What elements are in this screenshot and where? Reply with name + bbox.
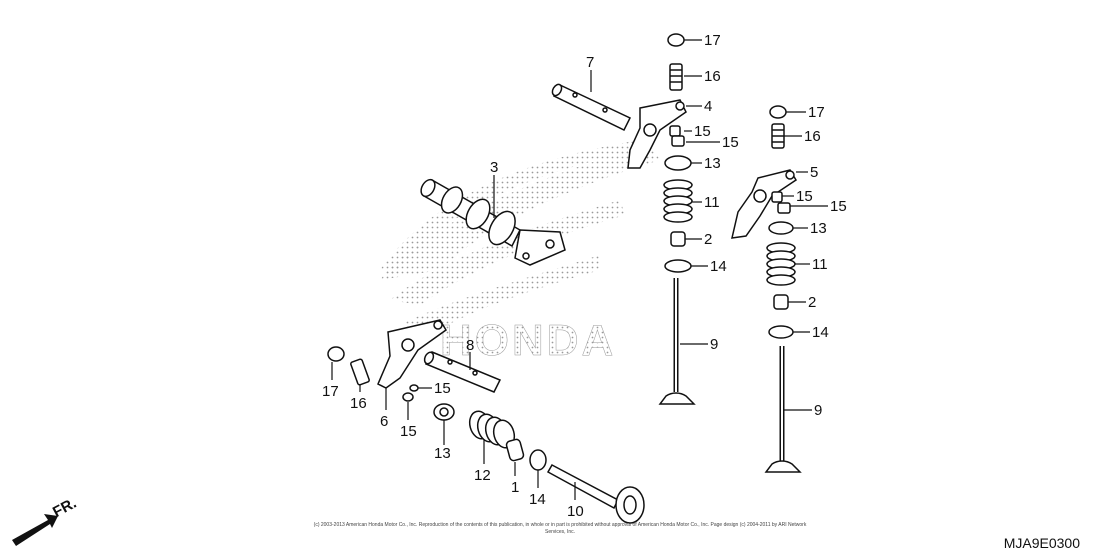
callout-14: 14 (812, 324, 829, 341)
callout-11: 11 (704, 194, 720, 211)
callout-3: 3 (490, 159, 498, 176)
copyright-notice: (c) 2003-2013 American Honda Motor Co., … (313, 522, 807, 535)
callout-5: 5 (810, 164, 818, 181)
callout-2: 2 (704, 231, 712, 248)
callout-17: 17 (808, 104, 825, 121)
callout-4: 4 (704, 98, 712, 115)
rocker-arm-part (731, 169, 798, 239)
callout-13: 13 (810, 220, 827, 237)
callout-1: 1 (511, 479, 519, 496)
valve-spring (663, 179, 693, 223)
callout-13: 13 (704, 155, 721, 172)
rocker-shaft-part (423, 351, 502, 393)
callout-9: 9 (814, 402, 822, 419)
camshaft-part (420, 178, 566, 266)
callout-17: 17 (704, 32, 721, 49)
callout-16: 16 (704, 68, 721, 85)
leader-lines (331, 39, 828, 500)
callout-14: 14 (529, 491, 546, 508)
callout-15: 15 (694, 123, 711, 140)
rocker-arm-part (377, 319, 447, 389)
callout-labels: 17 16 7 4 15 15 3 13 11 2 14 9 17 16 5 1… (322, 32, 847, 520)
callout-16: 16 (350, 395, 367, 412)
exhaust-valve-assembly (658, 33, 696, 405)
callout-10: 10 (567, 503, 584, 520)
callout-6: 6 (380, 413, 388, 430)
rocker-arm-part (627, 99, 687, 169)
intake-valve-assembly (764, 105, 802, 473)
callout-13: 13 (434, 445, 451, 462)
honda-watermark-text: HONDA (440, 316, 616, 365)
callout-15: 15 (434, 380, 451, 397)
honda-wing-watermark: HONDA (380, 140, 660, 365)
callout-7: 7 (586, 54, 594, 71)
callout-11: 11 (812, 256, 828, 273)
callout-15: 15 (400, 423, 417, 440)
front-arrow-icon (12, 514, 58, 546)
callout-17: 17 (322, 383, 339, 400)
rocker-shaft-part (551, 83, 632, 131)
callout-8: 8 (466, 337, 474, 354)
callout-15: 15 (722, 134, 739, 151)
callout-15: 15 (796, 188, 813, 205)
callout-14: 14 (710, 258, 727, 275)
callout-12: 12 (474, 467, 491, 484)
lower-valve-assembly (327, 346, 645, 524)
drawing-code: MJA9E0300 (1003, 535, 1080, 551)
callout-16: 16 (804, 128, 821, 145)
valve-spring (766, 242, 796, 286)
callout-9: 9 (710, 336, 718, 353)
callout-15: 15 (830, 198, 847, 215)
callout-2: 2 (808, 294, 816, 311)
